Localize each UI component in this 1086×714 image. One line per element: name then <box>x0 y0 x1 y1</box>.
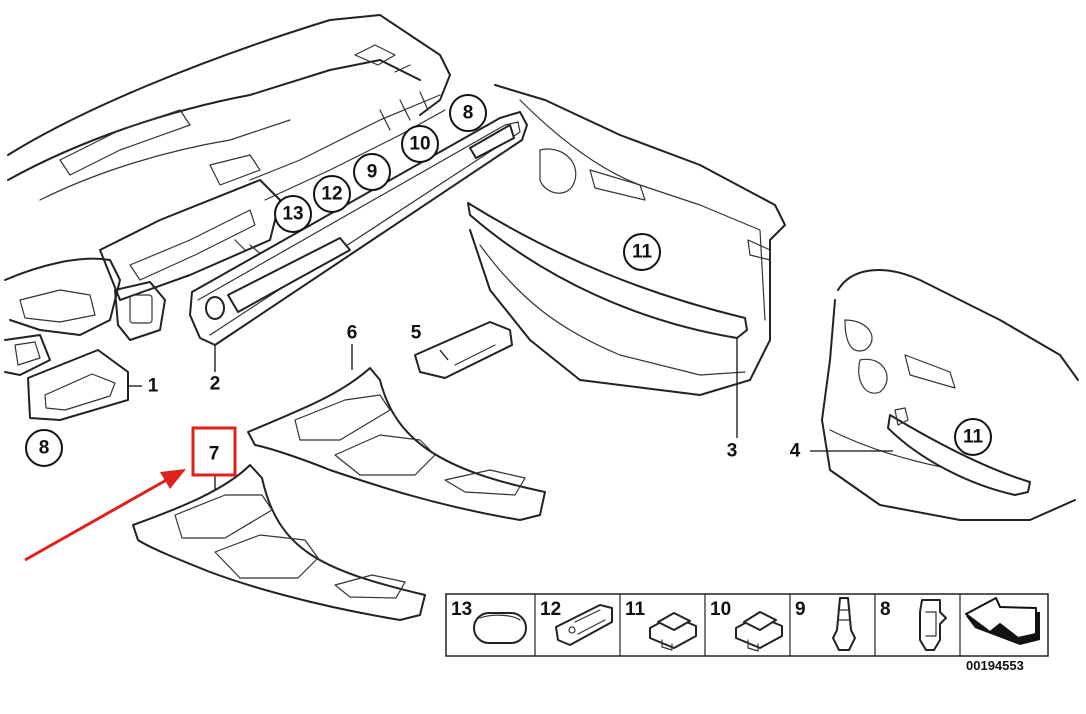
svg-text:8: 8 <box>39 438 50 459</box>
part-2-dash-trim <box>189 111 528 346</box>
svg-text:10: 10 <box>409 134 430 155</box>
leader-lines <box>128 338 893 490</box>
legend-label-9: 9 <box>795 599 806 620</box>
svg-text:12: 12 <box>321 184 342 205</box>
legend-part-8-spring-clip <box>919 599 947 651</box>
legend-label-10: 10 <box>710 599 731 620</box>
part-6-console-trim <box>247 367 546 521</box>
callout-11-rear: 11 <box>954 418 992 456</box>
callout-12: 12 <box>313 175 351 213</box>
callout-10: 10 <box>401 125 439 163</box>
legend-label-8: 8 <box>880 599 891 620</box>
direction-arrow-icon <box>965 597 1040 645</box>
label-part-6: 6 <box>347 323 358 344</box>
callout-13: 13 <box>274 195 312 233</box>
part-5-small-cover <box>414 321 513 379</box>
svg-text:13: 13 <box>282 204 303 225</box>
callout-8-left: 8 <box>25 429 63 467</box>
svg-text:8: 8 <box>463 103 474 124</box>
callout-8-top: 8 <box>449 94 487 132</box>
door-panel-front <box>467 84 786 396</box>
label-part-4: 4 <box>790 441 801 462</box>
legend-part-11-clip <box>649 612 697 651</box>
red-pointer-arrow <box>24 469 186 562</box>
highlight-box-part-7: 7 <box>191 426 237 477</box>
svg-text:11: 11 <box>963 427 984 448</box>
svg-text:9: 9 <box>367 162 378 183</box>
label-part-3: 3 <box>727 441 738 462</box>
legend-label-12: 12 <box>540 599 561 620</box>
label-part-5: 5 <box>411 323 422 344</box>
legend-part-12-bracket <box>555 604 613 646</box>
legend-part-10-clip <box>735 611 783 652</box>
hardware-legend: 13 12 11 10 9 <box>445 593 1049 657</box>
legend-part-9-pin <box>832 597 856 651</box>
legend-part-13-cap <box>473 612 527 644</box>
svg-text:11: 11 <box>632 242 653 263</box>
door-panel-rear <box>821 268 1079 521</box>
legend-label-11: 11 <box>625 599 646 620</box>
callout-9: 9 <box>353 153 391 191</box>
part-1-left-trim <box>27 349 129 421</box>
label-part-2: 2 <box>210 374 221 395</box>
legend-label-13: 13 <box>451 599 472 620</box>
part-7-console-trim <box>132 464 426 621</box>
label-part-1: 1 <box>148 376 159 397</box>
document-number: 00194553 <box>966 658 1024 673</box>
label-part-7: 7 <box>209 444 220 465</box>
dashboard-drawing <box>4 14 451 376</box>
callout-11-door: 11 <box>623 233 661 271</box>
